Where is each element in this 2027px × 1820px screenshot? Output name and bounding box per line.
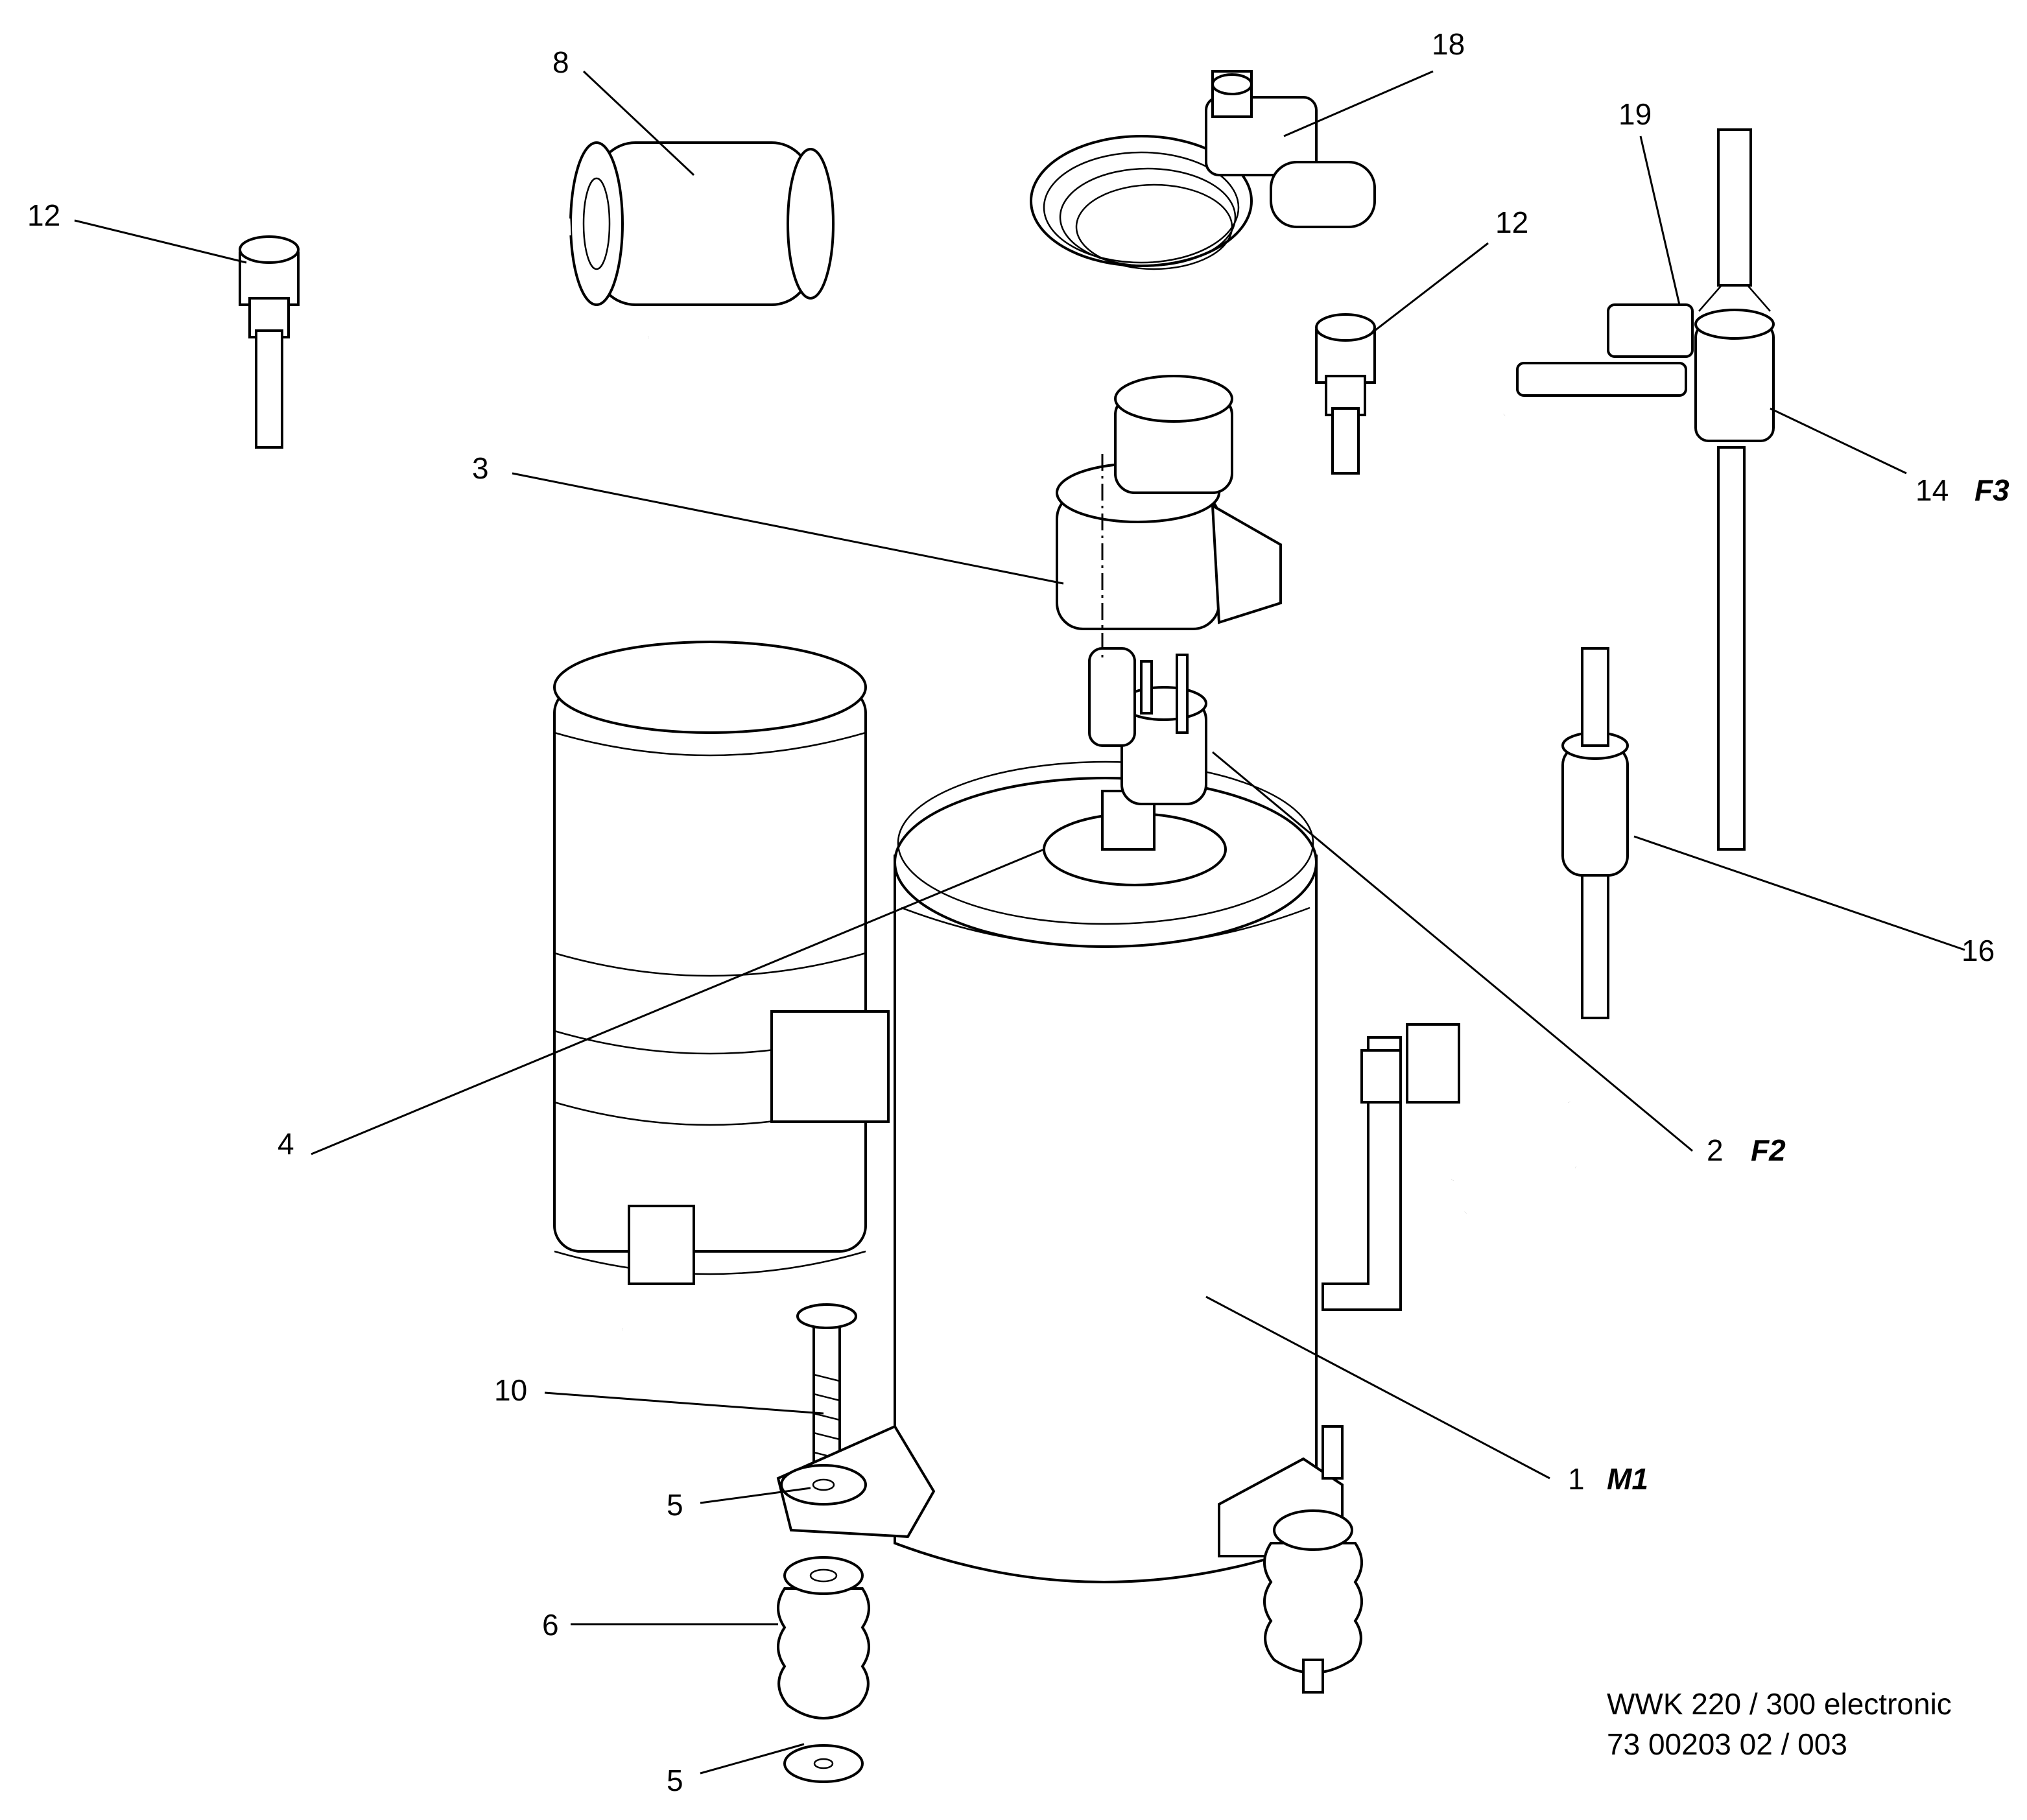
callout-14: 14	[1915, 473, 1949, 507]
callout-12-right: 12	[1495, 206, 1528, 239]
callout-2-ref: F2	[1751, 1133, 1786, 1167]
callout-1: 1	[1568, 1462, 1585, 1496]
callout-14-ref: F3	[1974, 473, 2009, 507]
callout-19: 19	[1618, 97, 1652, 131]
service-port-left	[239, 235, 300, 449]
callout-5-bottom: 5	[667, 1764, 683, 1797]
filter-dryer-16	[1561, 647, 1629, 1019]
accumulator-tank	[553, 641, 890, 1285]
mounting-bracket-right	[1322, 1023, 1460, 1311]
callout-4: 4	[278, 1127, 294, 1161]
callout-labels: 12 8 18 19 12 3 14 F3 16 2 F2 4 1 M1 10 …	[27, 27, 2009, 1797]
compressor-body	[894, 761, 1318, 1583]
callout-8: 8	[552, 45, 569, 79]
terminal-block-f2	[1120, 654, 1207, 805]
service-port-right	[1315, 313, 1376, 475]
caption-part-number: 73 00203 02 / 003	[1607, 1727, 1847, 1761]
terminal-shell-upper	[1114, 375, 1233, 494]
callout-5-top: 5	[667, 1488, 683, 1522]
leader-lines	[74, 70, 1965, 1775]
pressure-switch-f3	[1516, 128, 1775, 851]
callout-3: 3	[472, 451, 489, 485]
callout-18: 18	[1432, 27, 1465, 61]
mounting-foot-right	[1218, 1425, 1363, 1694]
callout-2: 2	[1707, 1133, 1724, 1167]
callout-16: 16	[1962, 934, 1995, 967]
dryer-filter	[381, 141, 835, 306]
callout-10: 10	[494, 1373, 527, 1407]
callout-6: 6	[542, 1608, 559, 1642]
callout-1-ref: M1	[1607, 1462, 1648, 1496]
drawing-caption: WWK 220 / 300 electronic 73 00203 02 / 0…	[1607, 1687, 1952, 1761]
callout-12-left: 12	[27, 198, 60, 232]
expansion-valve-coil	[1030, 70, 1376, 270]
caption-model: WWK 220 / 300 electronic	[1607, 1687, 1952, 1721]
mounting-foot-left	[776, 1303, 936, 1783]
